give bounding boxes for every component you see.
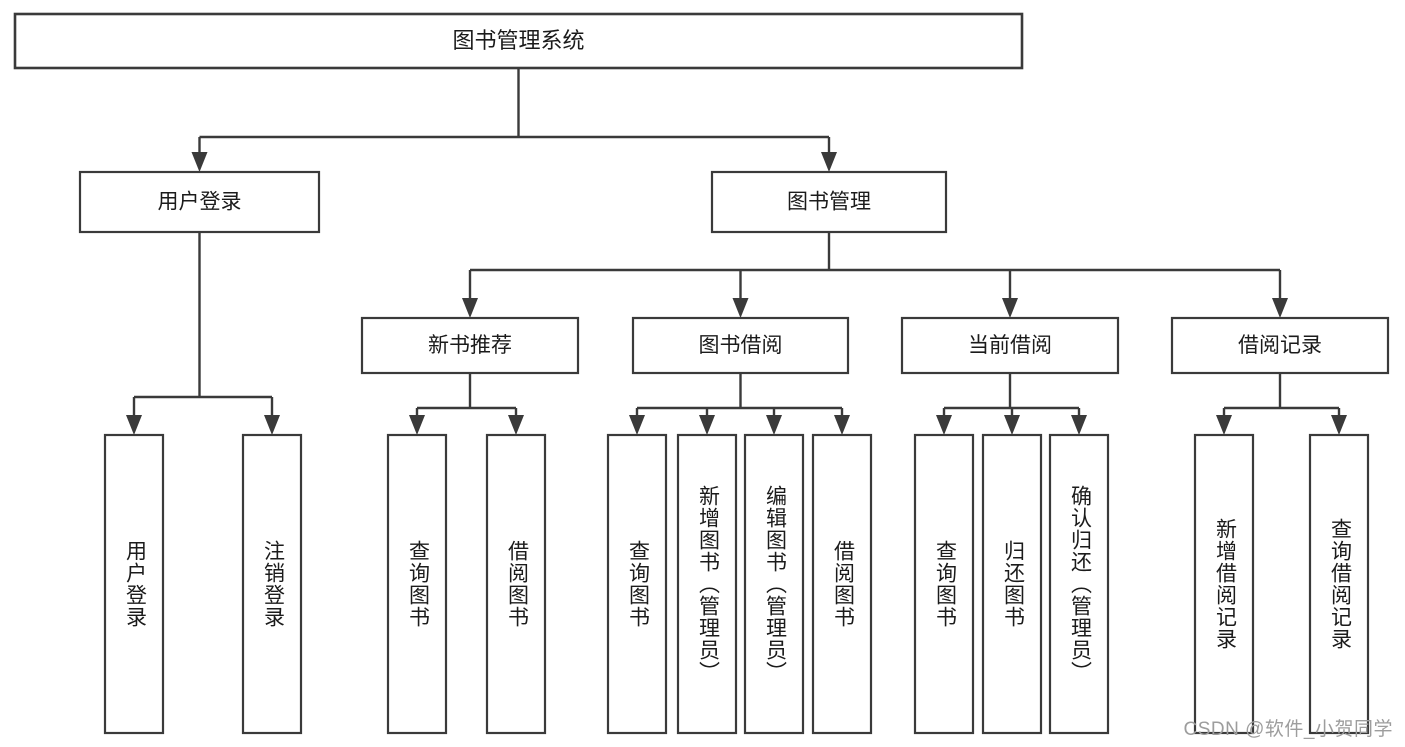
node-l2-1[interactable] bbox=[710, 170, 948, 234]
node-label-l3-0: 新书推荐 bbox=[428, 334, 512, 357]
node-leaf-7[interactable] bbox=[811, 433, 873, 735]
arrow-head bbox=[766, 415, 782, 435]
arrow-head bbox=[936, 415, 952, 435]
arrow-head bbox=[629, 415, 645, 435]
arrow-head bbox=[508, 415, 524, 435]
node-leaf-4[interactable] bbox=[606, 433, 668, 735]
node-box-layer bbox=[13, 12, 1390, 735]
arrow-head bbox=[821, 152, 837, 172]
node-leaf-0[interactable] bbox=[103, 433, 165, 735]
arrow-head bbox=[1272, 298, 1288, 318]
node-leaf-12[interactable] bbox=[1308, 433, 1370, 735]
node-l3-1[interactable] bbox=[631, 316, 850, 375]
node-leaf-6[interactable] bbox=[743, 433, 805, 735]
node-l3-0[interactable] bbox=[360, 316, 580, 375]
node-leaf-11[interactable] bbox=[1193, 433, 1255, 735]
node-leaf-8[interactable] bbox=[913, 433, 975, 735]
node-label-l3-2: 当前借阅 bbox=[968, 334, 1052, 357]
node-l3-2[interactable] bbox=[900, 316, 1120, 375]
arrow-head bbox=[834, 415, 850, 435]
node-l3-3[interactable] bbox=[1170, 316, 1390, 375]
arrow-head bbox=[409, 415, 425, 435]
arrow-head bbox=[699, 415, 715, 435]
node-leaf-10[interactable] bbox=[1048, 433, 1110, 735]
node-leaf-3[interactable] bbox=[485, 433, 547, 735]
arrow-head bbox=[264, 415, 280, 435]
node-label-l3-3: 借阅记录 bbox=[1238, 334, 1322, 357]
node-leaf-5[interactable] bbox=[676, 433, 738, 735]
arrow-head bbox=[1002, 298, 1018, 318]
arrow-head bbox=[732, 298, 749, 318]
node-label-l3-1: 图书借阅 bbox=[699, 334, 783, 357]
arrow-head bbox=[1331, 415, 1347, 435]
node-leaf-9[interactable] bbox=[981, 433, 1043, 735]
arrow-head bbox=[1004, 415, 1020, 435]
node-label-root-0: 图书管理系统 bbox=[452, 28, 584, 53]
node-label-l2-0: 用户登录 bbox=[158, 191, 242, 214]
node-root-0[interactable] bbox=[13, 12, 1024, 70]
node-leaf-2[interactable] bbox=[386, 433, 448, 735]
arrow-head bbox=[462, 298, 478, 318]
node-label-l2-1: 图书管理 bbox=[787, 191, 871, 214]
arrow-head bbox=[191, 152, 208, 172]
connector-layer bbox=[126, 68, 1347, 435]
arrow-head bbox=[1071, 415, 1087, 435]
node-leaf-1[interactable] bbox=[241, 433, 303, 735]
node-l2-0[interactable] bbox=[78, 170, 321, 234]
arrow-head bbox=[1216, 415, 1232, 435]
watermark: CSDN @软件_小贺同学 bbox=[1183, 719, 1393, 740]
arrow-head bbox=[126, 415, 142, 435]
